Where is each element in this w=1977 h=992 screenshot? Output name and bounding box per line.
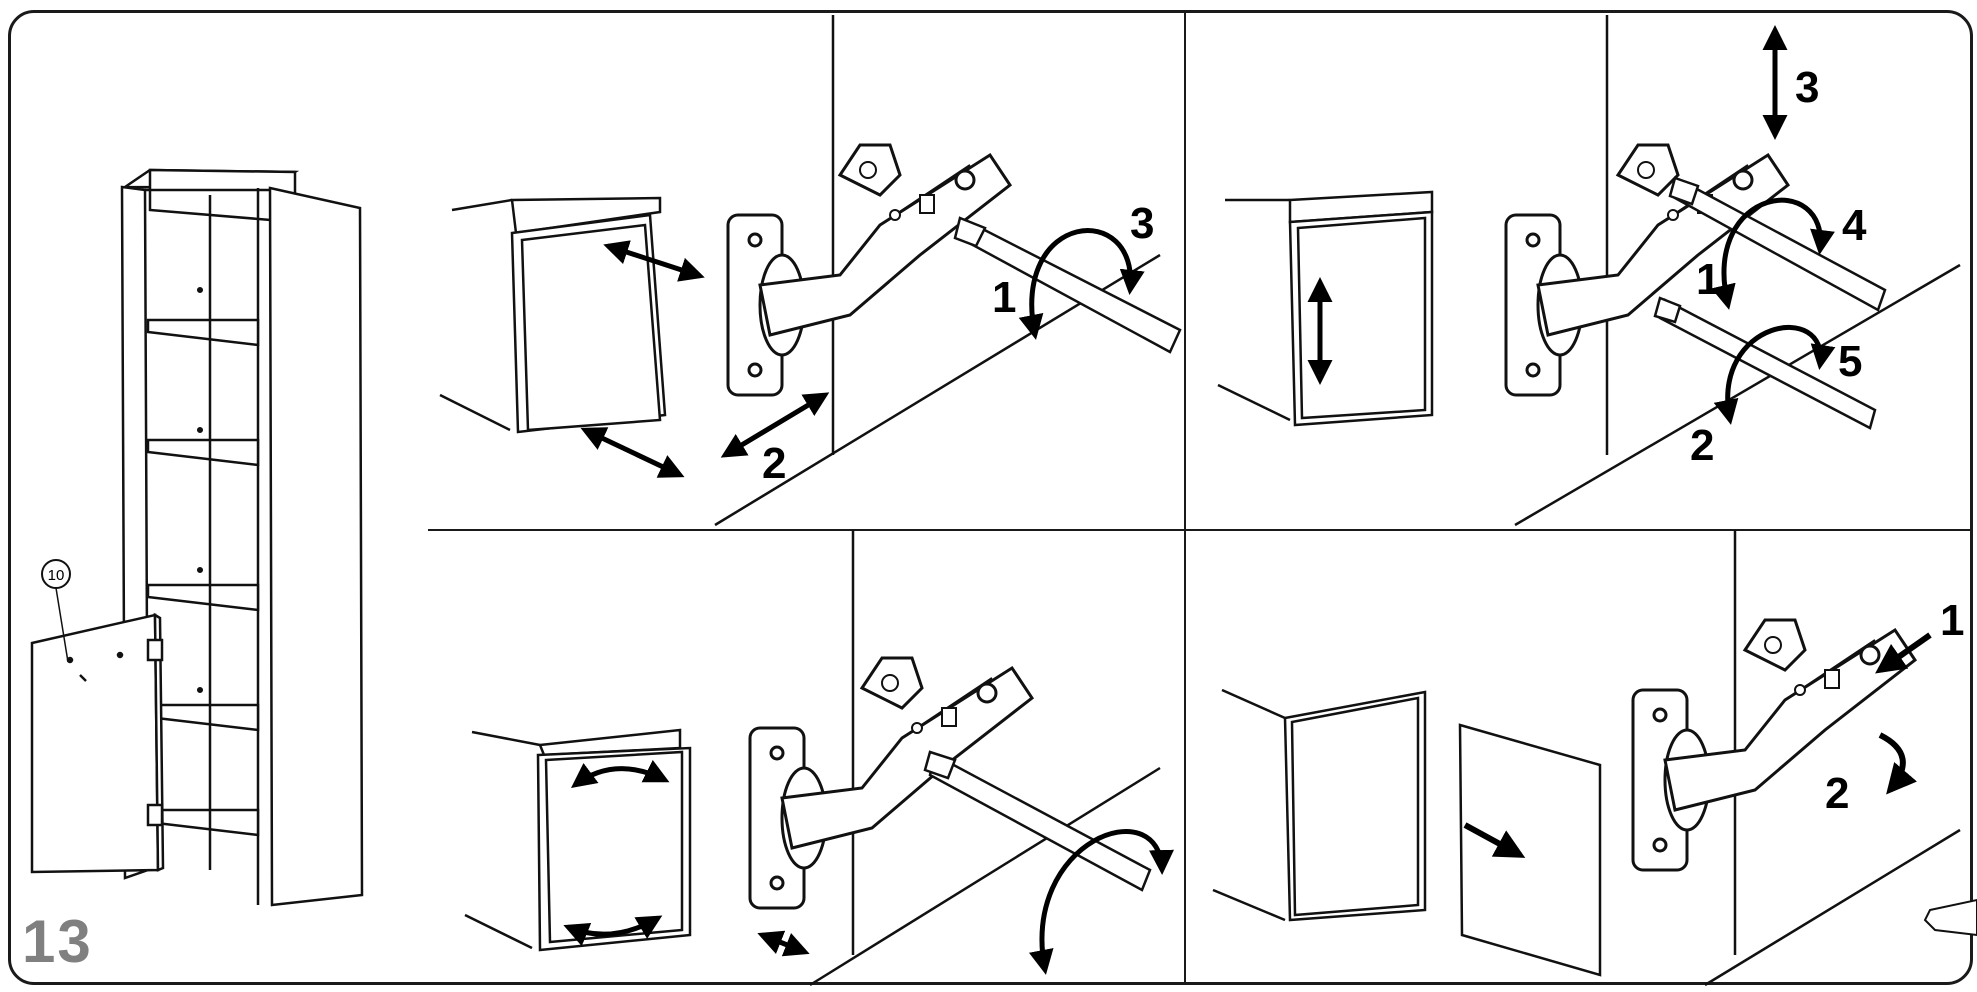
step-number: 13 [22,908,93,975]
step-label-2: 2 [762,439,786,488]
panel-2-labels: 3 4 1 5 2 [1690,63,1867,470]
part-callout-10: 10 [41,559,71,663]
panel-4-arrows [1463,632,1932,858]
part-number-label: 10 [48,567,65,584]
panel-2-arrows [1307,24,1836,425]
panel-1-labels: 1 2 3 [762,199,1154,488]
panel-door-removal [1212,530,1977,987]
panel-height-adjustment [1217,15,1961,527]
panel-3-arrows [563,759,1174,975]
step-label-4: 4 [1842,201,1867,250]
panel-depth-adjustment [439,15,1182,527]
step-label-2: 2 [1690,421,1714,470]
step-label-3: 3 [1130,199,1154,248]
panel-tilt-adjustment [464,530,1161,987]
cabinet-drawing [30,168,364,907]
panel-4-labels: 1 2 [1825,596,1964,818]
step-label-2: 2 [1825,769,1849,818]
step-label-1: 1 [1940,596,1964,645]
panel-1-arrows [580,228,1145,478]
step-label-1: 1 [992,273,1016,322]
page-frame [8,10,1973,985]
step-label-1: 1 [1696,255,1720,304]
panel-grid [428,12,1970,985]
step-label-3: 3 [1795,63,1819,112]
step-label-5: 5 [1838,337,1862,386]
